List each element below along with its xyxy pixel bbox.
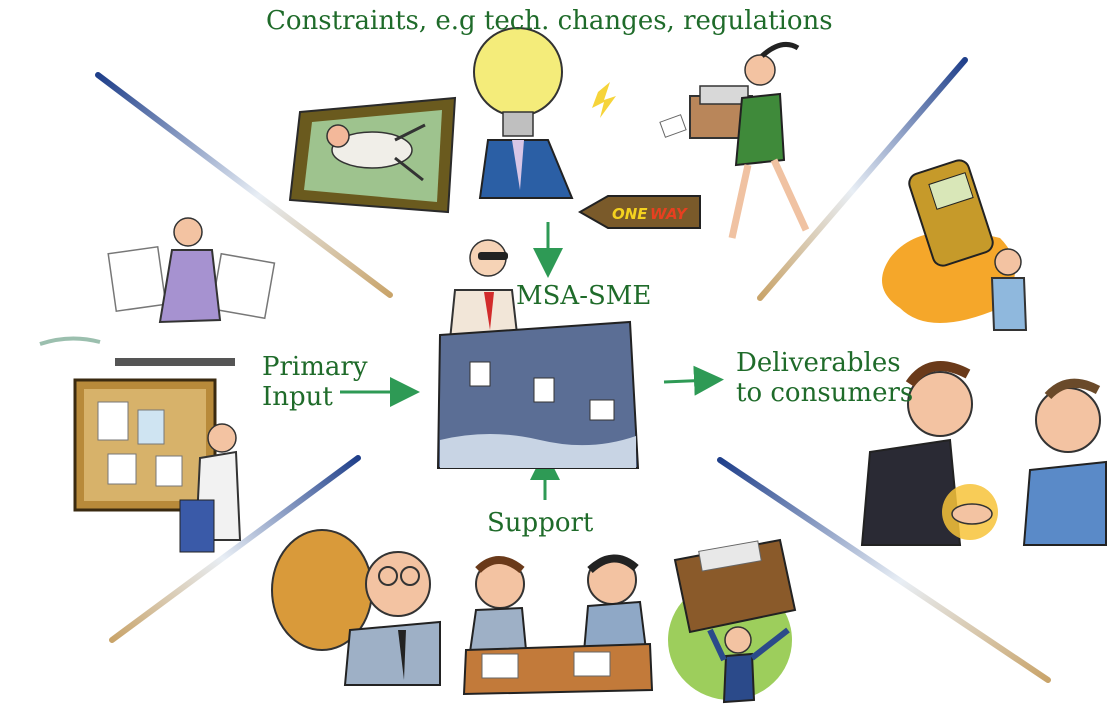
divider-bottom-left	[109, 455, 361, 643]
deliverables-line1: Deliverables	[736, 348, 901, 378]
running-man-with-papers-illustration	[39, 217, 276, 366]
one-way-sign-icon: ONE WAY	[577, 195, 701, 229]
man-lifting-briefcase-illustration	[668, 538, 797, 704]
msa-sme-label: MSA-SME	[516, 281, 652, 311]
primary-input-label: Primary Input	[262, 352, 368, 412]
deliverables-line2: to consumers	[736, 378, 914, 408]
divider-top-left	[95, 72, 393, 298]
office-cubicle-workers-illustration	[436, 239, 640, 469]
backpack-man-illustration	[271, 529, 441, 686]
one-way-word-two: WAY	[650, 205, 689, 223]
two-men-at-desk-illustration	[462, 554, 654, 696]
primary-input-line2: Input	[262, 382, 333, 412]
primary-input-line1: Primary	[262, 352, 368, 382]
deliverables-label: Deliverables to consumers	[736, 348, 913, 408]
divider-top-right	[757, 57, 968, 301]
lightbulb-head-businessman-illustration	[473, 27, 616, 199]
woman-carrying-boxes-illustration	[659, 41, 810, 239]
cell-phone-man-illustration	[882, 159, 1028, 331]
constraints-label: Constraints, e.g tech. changes, regulati…	[266, 6, 833, 36]
handshake-illustration	[860, 361, 1107, 546]
divider-bottom-right	[717, 457, 1051, 683]
arrow-deliverables	[663, 365, 724, 396]
one-way-word-one: ONE	[612, 205, 648, 223]
bulletin-board-man-illustration	[73, 378, 242, 553]
businessman-in-picture-frame-illustration	[288, 96, 457, 214]
support-label: Support	[487, 508, 594, 538]
